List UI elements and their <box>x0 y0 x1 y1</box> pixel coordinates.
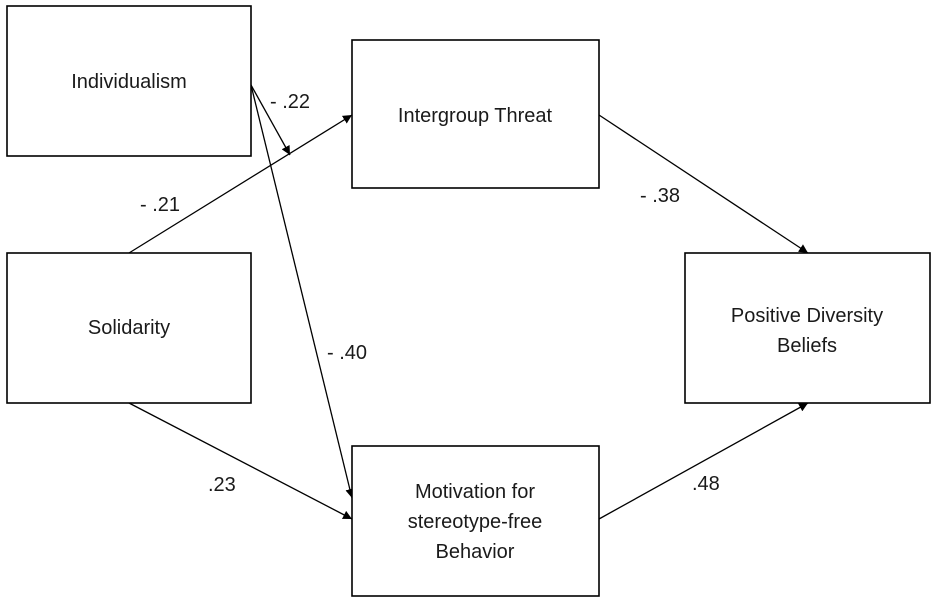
edge-solidarity-to-motivation <box>128 402 353 520</box>
node-motivation-label-line2: stereotype-free <box>408 511 543 533</box>
edge-solidarity-to-intergroup-threat <box>128 114 353 254</box>
node-positive-diversity-beliefs-label-line2: Beliefs <box>777 335 837 357</box>
node-individualism: Individualism <box>6 5 252 157</box>
edge-motivation-to-beliefs <box>598 402 809 520</box>
node-solidarity: Solidarity <box>6 252 252 404</box>
node-motivation-label-line1: Motivation for <box>415 481 535 503</box>
coef-solidarity-to-threat: - .21 <box>140 194 180 216</box>
node-motivation-label-line3: Behavior <box>436 541 515 563</box>
coef-solidarity-to-motivation: .23 <box>208 474 236 496</box>
node-intergroup-threat-label: Intergroup Threat <box>398 105 553 127</box>
edge-intergroup-threat-to-beliefs <box>598 114 809 254</box>
coef-individualism-to-motivation: - .40 <box>327 342 367 364</box>
node-intergroup-threat: Intergroup Threat <box>351 39 600 189</box>
coef-threat-to-beliefs: - .38 <box>640 185 680 207</box>
node-positive-diversity-beliefs: Positive Diversity Beliefs <box>684 252 931 404</box>
node-individualism-label: Individualism <box>71 71 187 93</box>
coef-motivation-to-beliefs: .48 <box>692 473 720 495</box>
node-solidarity-label: Solidarity <box>88 317 170 339</box>
coef-individualism-to-threat: - .22 <box>270 91 310 113</box>
edge-individualism-to-motivation <box>250 84 355 499</box>
node-motivation: Motivation for stereotype-free Behavior <box>351 445 600 597</box>
node-positive-diversity-beliefs-label-line1: Positive Diversity <box>731 305 883 327</box>
edge-individualism-to-intergroup-threat <box>250 84 291 156</box>
